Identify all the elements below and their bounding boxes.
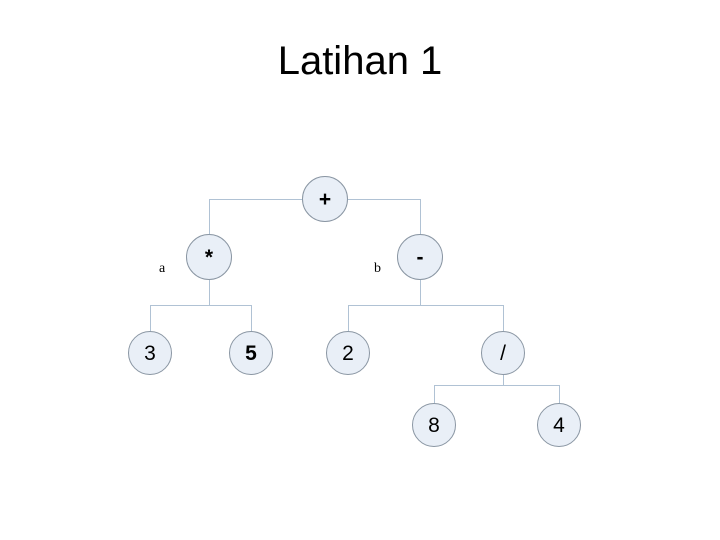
slide-title: Latihan 1: [277, 39, 443, 83]
tree-node-times: *: [186, 234, 232, 280]
tree-node-plus: +: [302, 176, 348, 222]
tree-node-label: /: [500, 341, 506, 365]
tree-edge: [559, 385, 560, 403]
tree-edge: [434, 385, 435, 403]
tree-edge: [503, 375, 504, 385]
tree-node-four: 4: [537, 403, 581, 447]
tree-edge: [420, 199, 421, 234]
tree-edge: [503, 305, 504, 331]
tree-node-minus: -: [397, 234, 443, 280]
tree-edge: [209, 280, 210, 305]
tree-edge: [434, 385, 559, 386]
tree-node-five: 5: [229, 331, 273, 375]
tree-node-label: 8: [428, 413, 440, 437]
tree-edge: [150, 305, 251, 306]
tree-node-eight: 8: [412, 403, 456, 447]
tree-node-label: 3: [144, 341, 156, 365]
tree-node-label: +: [318, 187, 332, 211]
tree-edge: [420, 280, 421, 305]
tree-edge: [209, 199, 302, 200]
tree-edge: [251, 305, 252, 331]
subtree-label-a: a: [159, 261, 166, 276]
tree-node-two: 2: [326, 331, 370, 375]
tree-edge: [209, 199, 210, 234]
tree-node-label: 4: [553, 413, 565, 437]
tree-edge: [150, 305, 151, 331]
tree-node-label: 5: [245, 341, 257, 365]
tree-node-divide: /: [481, 331, 525, 375]
subtree-label-b: b: [374, 261, 381, 276]
tree-node-three: 3: [128, 331, 172, 375]
tree-node-label: *: [204, 245, 214, 269]
tree-edge: [348, 199, 420, 200]
tree-node-label: -: [416, 245, 424, 269]
tree-edge: [348, 305, 349, 331]
tree-node-label: 2: [342, 341, 354, 365]
tree-edge: [348, 305, 503, 306]
